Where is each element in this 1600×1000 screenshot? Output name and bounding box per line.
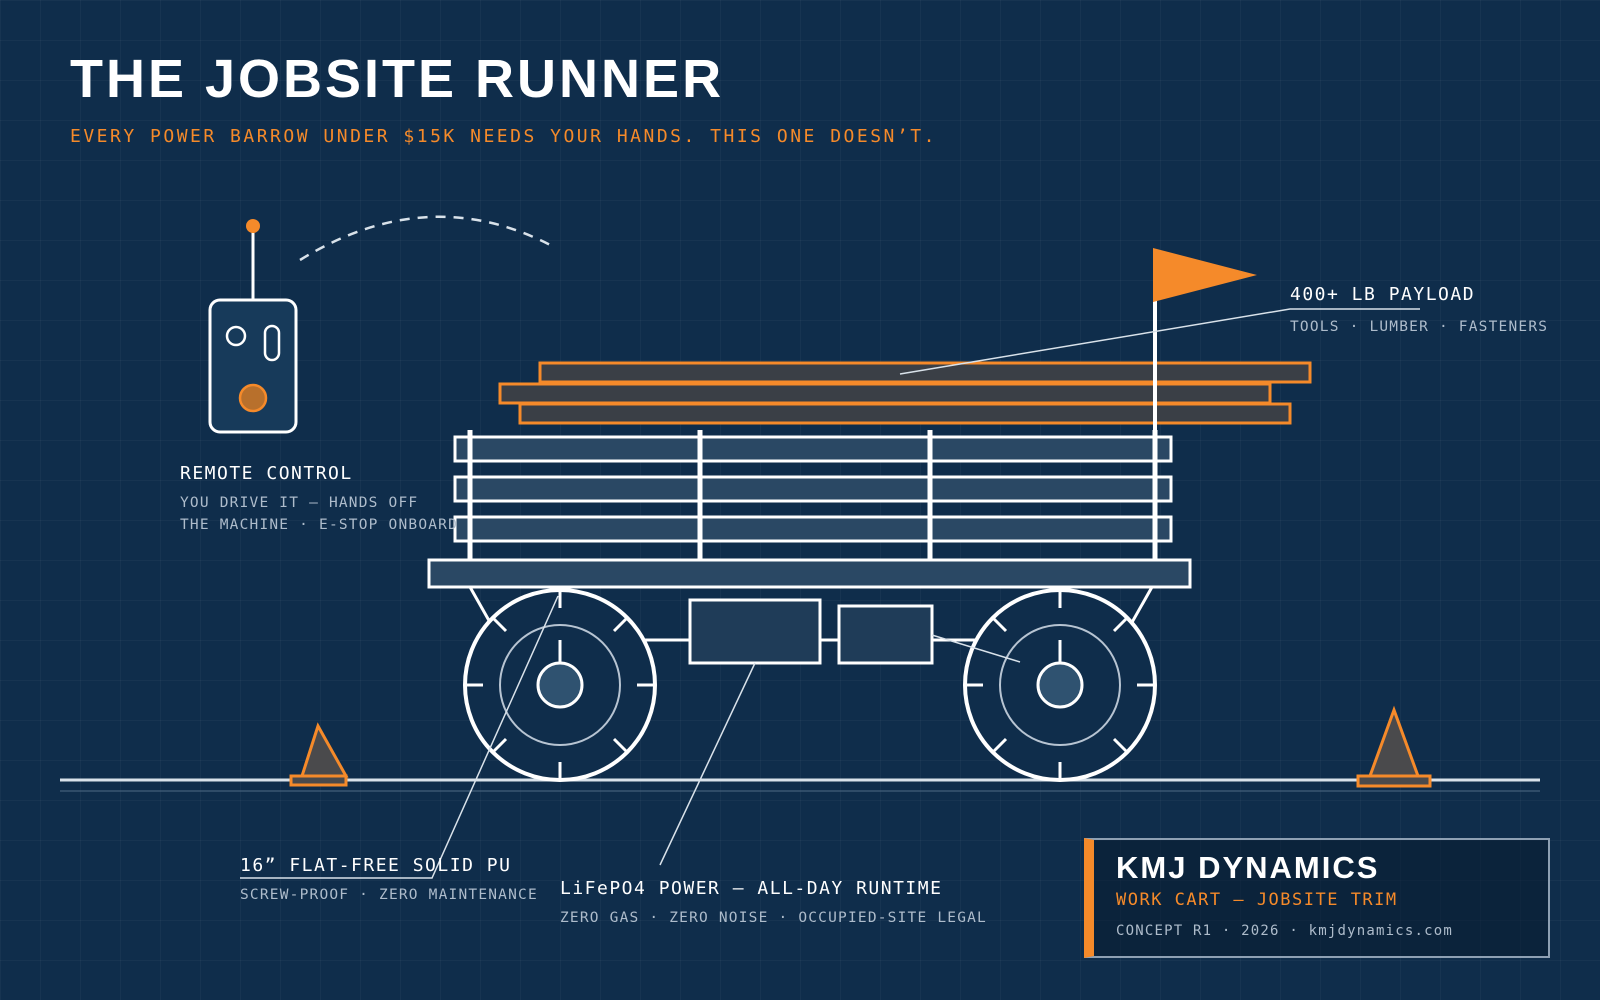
remote-control-icon [208,219,298,434]
tires-subtitle: SCREW-PROOF · ZERO MAINTENANCE [240,887,538,903]
payload-subtitle: TOOLS · LUMBER · FASTENERS [1290,319,1549,335]
cart-posts [467,430,1158,560]
cart-rails [453,435,1173,543]
brand-meta: CONCEPT R1 · 2026 · kmjdynamics.com [1116,923,1454,939]
cart-deck [427,558,1192,589]
leader-lines [240,308,1420,879]
signal-arc [299,215,557,262]
traffic-cone-icon [289,722,349,787]
ground-line [60,778,1540,792]
remote-control-line-2: THE MACHINE · E-STOP ONBOARD [180,517,459,533]
page-title: THE JOBSITE RUNNER [70,49,725,109]
remote-control-line-1: YOU DRIVE IT — HANDS OFF [180,495,419,511]
brand-tagline: WORK CART — JOBSITE TRIM [1116,890,1398,910]
wheel-icon [963,588,1157,782]
power-title: LiFePO4 POWER — ALL-DAY RUNTIME [560,878,943,899]
battery-box [688,598,822,665]
tires-title: 16” FLAT-FREE SOLID PU [240,855,512,876]
controller-box [837,604,934,665]
power-subtitle: ZERO GAS · ZERO NOISE · OCCUPIED-SITE LE… [560,910,987,926]
brand-block: KMJ DYNAMICS WORK CART — JOBSITE TRIM CO… [1084,838,1550,958]
traffic-cone-icon [1356,705,1432,788]
payload-title: 400+ LB PAYLOAD [1290,284,1476,305]
lumber-icon [498,361,1312,425]
brand-name: KMJ DYNAMICS [1116,850,1380,885]
remote-control-title: REMOTE CONTROL [180,463,353,484]
wheel-icon [463,588,657,782]
page-subtitle: EVERY POWER BARROW UNDER $15K NEEDS YOUR… [70,126,937,147]
